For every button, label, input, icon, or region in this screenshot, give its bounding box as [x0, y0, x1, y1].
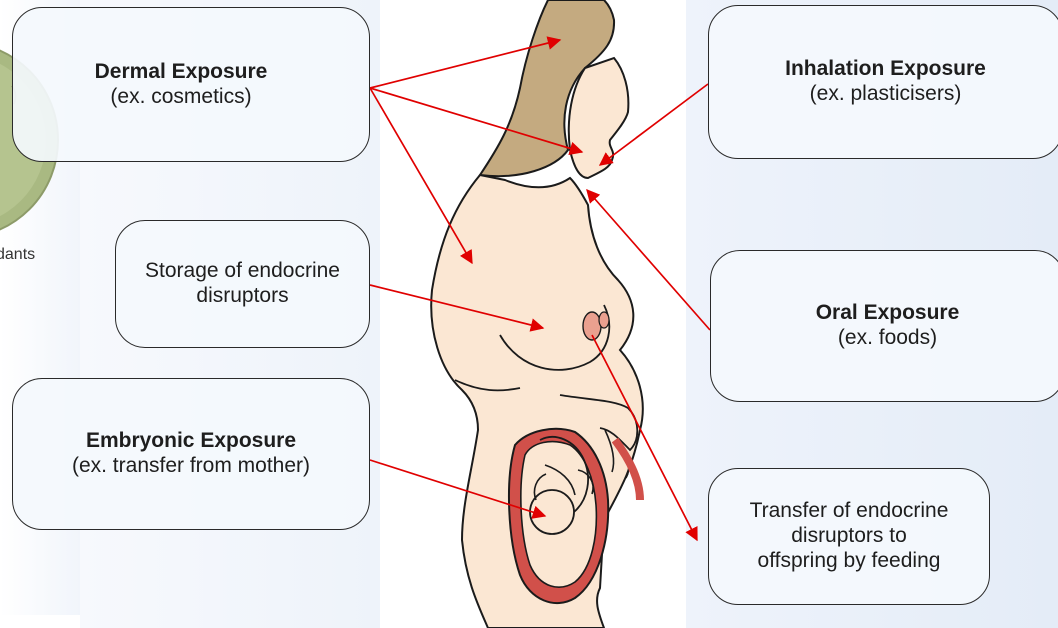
inhalation-title: Inhalation Exposure: [785, 57, 986, 82]
inhalation-exposure-box: Inhalation Exposure (ex. plasticisers): [708, 5, 1058, 159]
oral-exposure-box: Oral Exposure (ex. foods): [710, 250, 1058, 402]
embryonic-example: (ex. transfer from mother): [72, 454, 310, 479]
woman-illustration: [431, 0, 643, 628]
dermal-example: (ex. cosmetics): [110, 85, 251, 110]
embryonic-title: Embryonic Exposure: [86, 429, 296, 454]
storage-line1: Storage of endocrine: [145, 259, 340, 284]
dermal-exposure-box: Dermal Exposure (ex. cosmetics): [12, 7, 370, 162]
storage-box: Storage of endocrine disruptors: [115, 220, 370, 348]
embryonic-exposure-box: Embryonic Exposure (ex. transfer from mo…: [12, 378, 370, 530]
transfer-feeding-box: Transfer of endocrine disruptors to offs…: [708, 468, 990, 605]
transfer-line3: offspring by feeding: [758, 549, 941, 574]
inhalation-example: (ex. plasticisers): [810, 82, 962, 107]
transfer-line2: disruptors to: [791, 524, 907, 549]
oral-title: Oral Exposure: [816, 301, 960, 326]
oral-example: (ex. foods): [838, 326, 937, 351]
dermal-title: Dermal Exposure: [95, 60, 268, 85]
storage-line2: disruptors: [196, 284, 288, 309]
transfer-line1: Transfer of endocrine: [750, 499, 949, 524]
cropped-label-fragment: dants: [0, 246, 35, 264]
